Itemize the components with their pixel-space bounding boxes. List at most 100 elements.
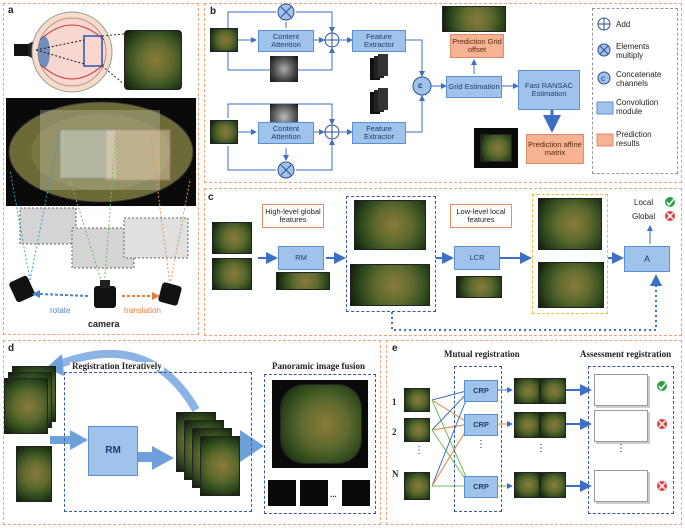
svg-text:c: c [601,74,605,83]
concat-icon: c [597,71,611,85]
e-pair-nb [540,472,566,498]
feature-extractor-top: Feature Extractor [352,30,406,52]
e-input-1 [404,388,430,412]
e-pair-vdots: ⋮ [536,443,546,454]
lcr-output [456,276,502,298]
feature-extractor-bottom: Feature Extractor [352,122,406,144]
global-feature-img1 [354,200,426,250]
lcr-module: LCR [454,246,500,270]
global-features-box [346,196,436,312]
cross-icon [665,211,675,221]
add-icon-top [324,32,340,48]
concat-symbol: c [418,81,423,90]
legend-add: Add [616,20,631,29]
multiply-icon [597,43,611,57]
prediction-icon [596,133,614,147]
crp-module-2: CRP [464,414,498,436]
rm-output-c [276,272,330,290]
prediction-grid-image [442,6,506,32]
crp-module-1: CRP [464,380,498,402]
camera-right-icon [158,282,182,306]
crp-module-n: CRP [464,476,498,498]
global-feature-img2 [350,264,430,306]
e-pair-1a [514,378,540,404]
input-image-d [16,446,52,502]
assessment-registration-label: Assessment registration [580,349,672,359]
rm-module-c: RM [278,246,324,270]
registration-iteratively: Registration Iteratively [70,361,164,371]
add-icon [597,17,611,31]
concat-icon-main [412,76,432,96]
panel-c-flow [258,197,675,331]
local-feature-img1 [538,198,602,250]
check-icon-e [657,381,667,391]
panel-c [204,188,682,336]
e-pair-1b [540,378,566,404]
cross-icon-e1 [657,419,667,429]
legend-conv: Convolution module [616,98,659,116]
camera-label: camera [88,319,120,329]
panel-b [204,3,682,183]
eye-diagram [6,11,196,308]
input-image-c2 [212,258,252,290]
input-image-c1 [212,222,252,254]
panel-a-label: a [8,5,14,16]
fundus-thumbnail-a [124,30,182,90]
panoramic-fusion-label: Panoramic image fusion [270,361,367,371]
content-attention-top: Content Attention [258,30,314,52]
input-image-bottom [210,120,238,144]
prediction-grid-offset: Prediction Grid offset [450,34,504,58]
pano-thumb-2 [300,480,328,506]
legend [592,8,678,174]
prediction-affine-fundus [480,134,512,162]
legend-multiply: Elements multiply [616,42,650,60]
assessment-a-module: A [624,246,670,272]
assessment-sheet-2 [594,410,648,442]
e-input-n [404,472,430,500]
e-input-vdots: ⋮ [414,445,424,456]
panel-b-flow [227,3,561,179]
e-pair-2b [540,412,566,438]
assessment-sheet-1 [594,374,648,406]
assessment-vdots: ⋮ [616,443,626,454]
panel-d-label: d [8,343,15,354]
fast-ransac-estimation: Fast RANSAC Estimation [518,70,580,110]
add-icon-bottom [324,124,340,140]
e-pair-2a [514,412,540,438]
pano-thumb-3 [342,480,370,506]
row-label-n: N [392,469,399,479]
crp-vdots: ⋮ [476,439,486,450]
mutual-registration-label: Mutual registration [444,349,520,359]
translation-label: translation [124,306,161,315]
panel-c-label: c [208,192,214,203]
low-level-features: Low-level local features [450,204,512,228]
legend-icons: c [596,17,614,147]
multiply-icon-bottom [277,161,295,179]
e-input-2 [404,418,430,442]
panel-b-label: b [210,6,217,17]
panel-d [3,340,381,525]
row-label-2: 2 [392,427,397,437]
rm-module-d: RM [88,426,138,476]
global-label: Global [632,212,656,221]
input-stack-d3 [4,378,48,434]
legend-concat: Concatenate channels [616,70,662,88]
e-pair-na [514,472,540,498]
local-features-box [532,194,608,314]
local-label: Local [634,198,654,207]
conv-icon [596,101,614,115]
content-attention-bottom: Content Attention [258,122,314,144]
multiply-icon-top [277,3,295,21]
iter-output-4 [200,436,240,496]
legend-prediction: Prediction results [616,130,652,148]
panel-e-label: e [392,343,398,354]
high-level-features: High-level global features [262,204,324,228]
cross-icon-e2 [657,481,667,491]
rotate-label: rotate [50,306,71,315]
attention-map-top [270,56,298,82]
iteration-box [64,372,252,512]
pano-ellipsis: ... [330,490,337,499]
assessment-sheet-n [594,470,648,502]
panoramic-box [264,374,376,514]
